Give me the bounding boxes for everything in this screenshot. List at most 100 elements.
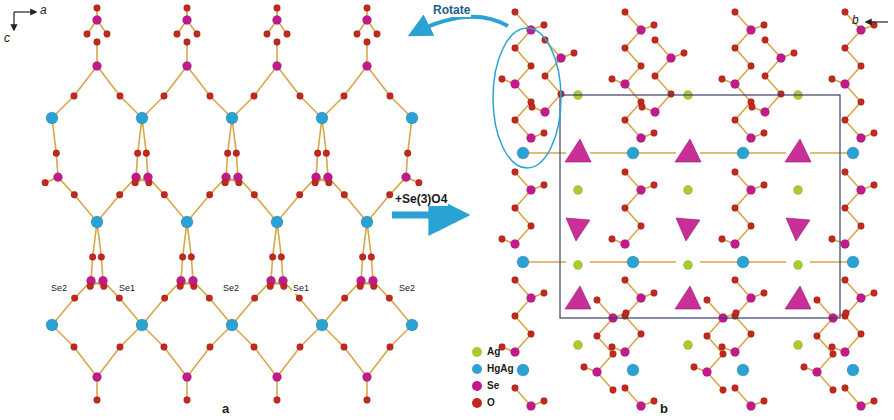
bond-line — [74, 66, 97, 96]
atom-sphere — [841, 240, 850, 249]
atom-sphere — [194, 31, 201, 38]
atom-label: Se1 — [292, 284, 310, 294]
atom-sphere — [732, 117, 739, 124]
atom-sphere — [541, 290, 548, 297]
atom-sphere — [207, 93, 214, 100]
atom-sphere — [94, 5, 101, 12]
atom-sphere — [829, 344, 836, 351]
atom-sphere — [179, 254, 186, 261]
atom-sphere — [89, 254, 96, 261]
atom-label: Se2 — [398, 284, 416, 294]
atom-sphere — [91, 216, 103, 228]
atom-sphere — [651, 182, 658, 189]
atom-sphere — [748, 223, 755, 230]
atom-sphere — [762, 37, 769, 44]
atom-sphere — [42, 179, 49, 186]
atom-sphere — [143, 150, 150, 157]
atom-sphere — [651, 398, 658, 405]
legend-text: O — [487, 397, 495, 408]
axis-arrow — [14, 11, 36, 12]
atom-sphere — [609, 76, 616, 83]
atom-sphere — [639, 104, 646, 111]
atom-sphere — [174, 31, 181, 38]
atom-sphere — [704, 297, 711, 304]
legend-text: HgAg — [487, 363, 514, 374]
atom-sphere — [638, 223, 645, 230]
atom-sphere — [748, 331, 755, 338]
atom-sphere — [364, 5, 371, 12]
atom-sphere — [581, 364, 588, 371]
atom-sphere — [274, 39, 281, 46]
atom-sphere — [610, 387, 617, 394]
atom-sphere — [98, 254, 105, 261]
atom-sphere — [593, 368, 602, 377]
atom-sphere — [226, 319, 238, 331]
panel-label: b — [660, 402, 668, 416]
atom-sphere — [842, 277, 849, 284]
atom-sphere — [622, 169, 629, 176]
atom-sphere — [801, 364, 808, 371]
atom-sphere — [842, 45, 849, 52]
atom-sphere — [638, 63, 645, 70]
bond-line — [164, 66, 187, 96]
bond-line — [164, 347, 187, 377]
atom-sphere — [847, 364, 859, 376]
atom-sphere — [296, 295, 303, 302]
atom-sphere — [364, 39, 371, 46]
atom-sphere — [732, 277, 739, 284]
atom-sphere — [841, 348, 850, 357]
axis-label: c — [4, 32, 10, 45]
axis-arrow — [13, 12, 14, 30]
atom-sphere — [594, 297, 601, 304]
seo-tetrahedron — [565, 139, 591, 162]
atom-sphere — [511, 348, 520, 357]
atom-sphere — [386, 295, 393, 302]
atom-sphere — [134, 150, 141, 157]
atom-sphere — [387, 93, 394, 100]
atom-sphere — [271, 216, 283, 228]
atom-sphere — [177, 283, 184, 290]
seo-tetrahedron — [785, 139, 811, 162]
atom-sphere — [136, 112, 148, 124]
atom-sphere — [748, 63, 755, 70]
atom-sphere — [761, 182, 768, 189]
atom-sphere — [858, 331, 865, 338]
legend-entry: Se — [472, 380, 499, 391]
atom-sphere — [361, 216, 373, 228]
atom-sphere — [71, 295, 78, 302]
atom-sphere — [684, 186, 693, 195]
atom-sphere — [871, 130, 878, 137]
atom-sphere — [871, 398, 878, 405]
atom-label: Se2 — [50, 284, 68, 294]
rotate-arrow — [412, 17, 508, 34]
atom-sphere — [512, 313, 519, 320]
atom-sphere — [279, 276, 288, 285]
atom-sphere — [363, 16, 372, 25]
atom-sphere — [857, 186, 866, 195]
bond-line — [97, 66, 120, 96]
atom-sphere — [316, 112, 328, 124]
bond-line — [344, 347, 367, 377]
atom-sphere — [363, 373, 372, 382]
atom-sphere — [737, 256, 749, 268]
atom-sphere — [541, 398, 548, 405]
atom-sphere — [117, 93, 124, 100]
atom-sphere — [621, 240, 630, 249]
atom-sphere — [541, 130, 548, 137]
atom-sphere — [829, 236, 836, 243]
atom-sphere — [117, 344, 124, 351]
atom-sphere — [297, 93, 304, 100]
atom-sphere — [528, 331, 535, 338]
bond-line — [743, 152, 786, 154]
atom-sphere — [323, 173, 332, 182]
atom-sphere — [93, 62, 102, 71]
atom-sphere — [541, 22, 548, 29]
atom-sphere — [94, 39, 101, 46]
transform-arrow — [392, 212, 462, 219]
atom-sphere — [529, 104, 536, 111]
atom-sphere — [732, 385, 739, 392]
legend-entry: Ag — [472, 346, 500, 357]
atom-sphere — [363, 62, 372, 71]
atom-sphere — [747, 26, 756, 35]
